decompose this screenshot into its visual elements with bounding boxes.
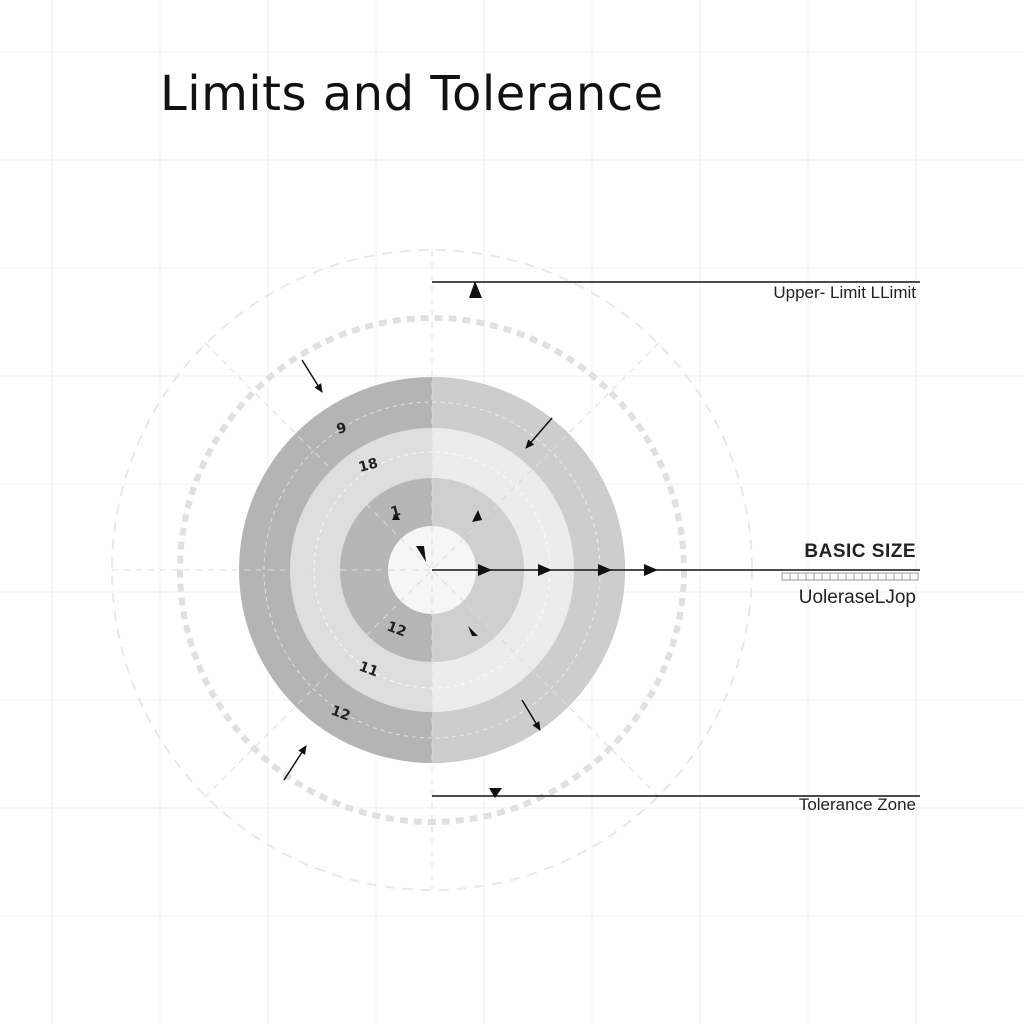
ring-mark: 1 [389, 503, 403, 521]
arrow-bottom-left [283, 745, 307, 781]
inner-arrows [392, 510, 482, 636]
basic-size-arrow-icon [538, 564, 552, 576]
tolerance-zone-label: Tolerance Zone [798, 795, 916, 814]
basic-size-ruler [781, 572, 919, 581]
basic-size-sublabel: UoleraseLJop [798, 587, 916, 608]
ring-mark: 12 [329, 703, 353, 725]
inner-arrow-icon [416, 546, 426, 562]
arrow-top-left [301, 359, 323, 393]
upper-limit-arrow-icon [469, 281, 482, 298]
ring-mark: 12 [385, 619, 409, 641]
upper-limit-label: Upper- Limit LLimit [773, 283, 916, 302]
basic-size-arrow-icon [478, 564, 492, 576]
ring-mark: 9 [335, 420, 349, 438]
ring-mark: 18 [357, 455, 380, 475]
tolerance-zone-arrow-icon [489, 788, 502, 798]
inner-arrow-icon [392, 512, 400, 520]
basic-size-arrow-icon [598, 564, 612, 576]
arrow-right-upper [525, 417, 553, 449]
ring-marks: 9 18 1 12 11 12 [329, 420, 409, 725]
diagonal-arrows [283, 359, 553, 781]
basic-size-label: BASIC SIZE [804, 541, 916, 562]
basic-size-arrows [478, 564, 658, 576]
diagram-title: Limits and Tolerance [160, 66, 664, 122]
inner-arrow-icon [468, 626, 478, 636]
arrow-right-lower [521, 699, 541, 731]
inner-arrow-icon [472, 510, 482, 522]
ring-mark: 11 [357, 659, 381, 681]
basic-size-arrow-icon [644, 564, 658, 576]
